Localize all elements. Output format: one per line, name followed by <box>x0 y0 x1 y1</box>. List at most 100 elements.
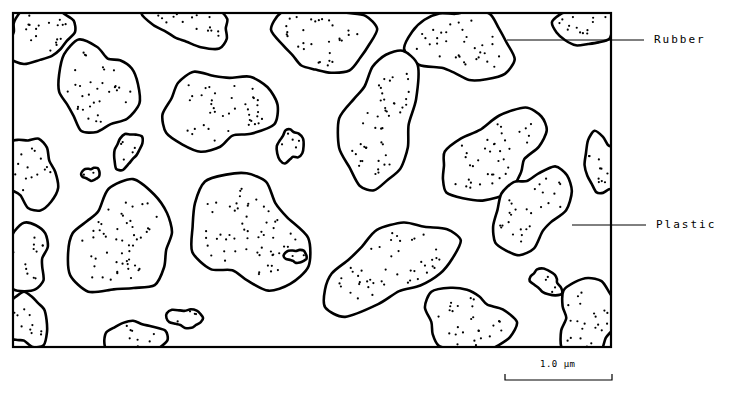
stipple-dot <box>33 248 35 250</box>
stipple-dot <box>217 30 219 32</box>
stipple-dot <box>450 302 452 304</box>
stipple-dot <box>439 55 441 57</box>
stipple-dot <box>257 236 259 238</box>
stipple-dot <box>399 240 401 242</box>
stipple-dot <box>357 275 359 277</box>
stipple-dot <box>597 324 599 326</box>
stipple-dot <box>194 313 196 315</box>
stipple-dot <box>129 220 131 222</box>
stipple-dot <box>413 270 415 272</box>
stipple-dot <box>165 21 167 23</box>
stipple-dot <box>278 252 280 254</box>
stipple-dot <box>46 166 48 168</box>
stipple-dot <box>99 229 101 231</box>
stipple-dot <box>431 259 433 261</box>
stipple-dot <box>377 115 379 117</box>
stipple-dot <box>241 223 243 225</box>
stipple-dot <box>448 332 450 334</box>
stipple-dot <box>470 297 472 299</box>
stipple-dot <box>601 329 603 331</box>
stipple-dot <box>210 103 212 105</box>
stipple-dot <box>390 239 392 241</box>
stipple-dot <box>606 323 608 325</box>
stipple-dot <box>367 112 369 114</box>
stipple-dot <box>110 279 112 281</box>
stipple-dot <box>525 127 527 129</box>
stipple-dot <box>538 183 540 185</box>
stipple-dot <box>97 114 99 116</box>
stipple-dot <box>127 263 129 265</box>
stipple-dot <box>561 18 563 20</box>
stipple-dot <box>360 160 362 162</box>
stipple-dot <box>588 155 590 157</box>
stipple-dot <box>405 98 407 100</box>
scale-label: 1.0 µm <box>540 359 576 369</box>
stipple-dot <box>371 294 373 296</box>
stipple-dot <box>449 23 451 25</box>
stipple-dot <box>528 135 530 137</box>
stipple-dot <box>422 234 424 236</box>
stipple-dot <box>126 325 128 327</box>
stipple-dot <box>252 96 254 98</box>
stipple-dot <box>592 17 594 19</box>
stipple-dot <box>60 38 62 40</box>
stipple-dot <box>370 248 372 250</box>
stipple-dot <box>558 22 560 24</box>
stipple-dot <box>194 128 196 130</box>
stipple-dot <box>303 48 305 50</box>
stipple-dot <box>384 107 386 109</box>
stipple-dot <box>462 331 464 333</box>
stipple-dot <box>229 205 231 207</box>
stipple-dot <box>234 108 236 110</box>
stipple-dot <box>216 238 218 240</box>
stipple-dot <box>357 297 359 299</box>
stipple-dot <box>461 29 463 31</box>
stipple-dot <box>601 180 603 182</box>
stipple-dot <box>132 245 134 247</box>
stipple-dot <box>286 31 288 33</box>
stipple-dot <box>121 252 123 254</box>
stipple-dot <box>350 267 352 269</box>
stipple-dot <box>182 21 184 23</box>
stipple-dot <box>481 44 483 46</box>
stipple-dot <box>479 183 481 185</box>
stipple-dot <box>147 227 149 229</box>
stipple-dot <box>592 21 594 23</box>
stipple-dot <box>87 118 89 120</box>
stipple-dot <box>445 31 447 33</box>
stipple-dot <box>348 34 350 36</box>
stipple-dot <box>265 221 267 223</box>
stipple-dot <box>136 238 138 240</box>
stipple-dot <box>22 189 24 191</box>
stipple-dot <box>290 233 292 235</box>
stipple-dot <box>98 100 100 102</box>
stipple-dot <box>393 102 395 104</box>
stipple-dot <box>42 244 44 246</box>
frame-border <box>13 13 611 347</box>
stipple-dot <box>366 280 368 282</box>
stipple-dot <box>503 158 505 160</box>
stipple-dot <box>433 267 435 269</box>
stipple-dot <box>493 143 495 145</box>
stipple-dot <box>90 255 92 257</box>
stipple-dot <box>100 121 102 123</box>
stipple-dot <box>407 78 409 80</box>
stipple-dot <box>372 282 374 284</box>
stipple-dot <box>435 248 437 250</box>
stipple-dot <box>426 272 428 274</box>
stipple-dot <box>157 14 159 16</box>
stipple-dot <box>129 91 131 93</box>
stipple-dot <box>360 143 362 145</box>
stipple-dot <box>114 86 116 88</box>
stipple-dot <box>134 147 136 149</box>
stipple-dot <box>149 340 151 342</box>
rubber-particle <box>13 138 58 210</box>
stipple-dot <box>295 146 297 148</box>
stipple-dot <box>469 164 471 166</box>
stipple-dot <box>436 37 438 39</box>
stipple-dot <box>554 286 556 288</box>
stipple-dot <box>83 52 85 54</box>
stipple-dot <box>136 339 138 341</box>
stipple-dot <box>113 69 115 71</box>
stipple-dot <box>286 33 288 35</box>
